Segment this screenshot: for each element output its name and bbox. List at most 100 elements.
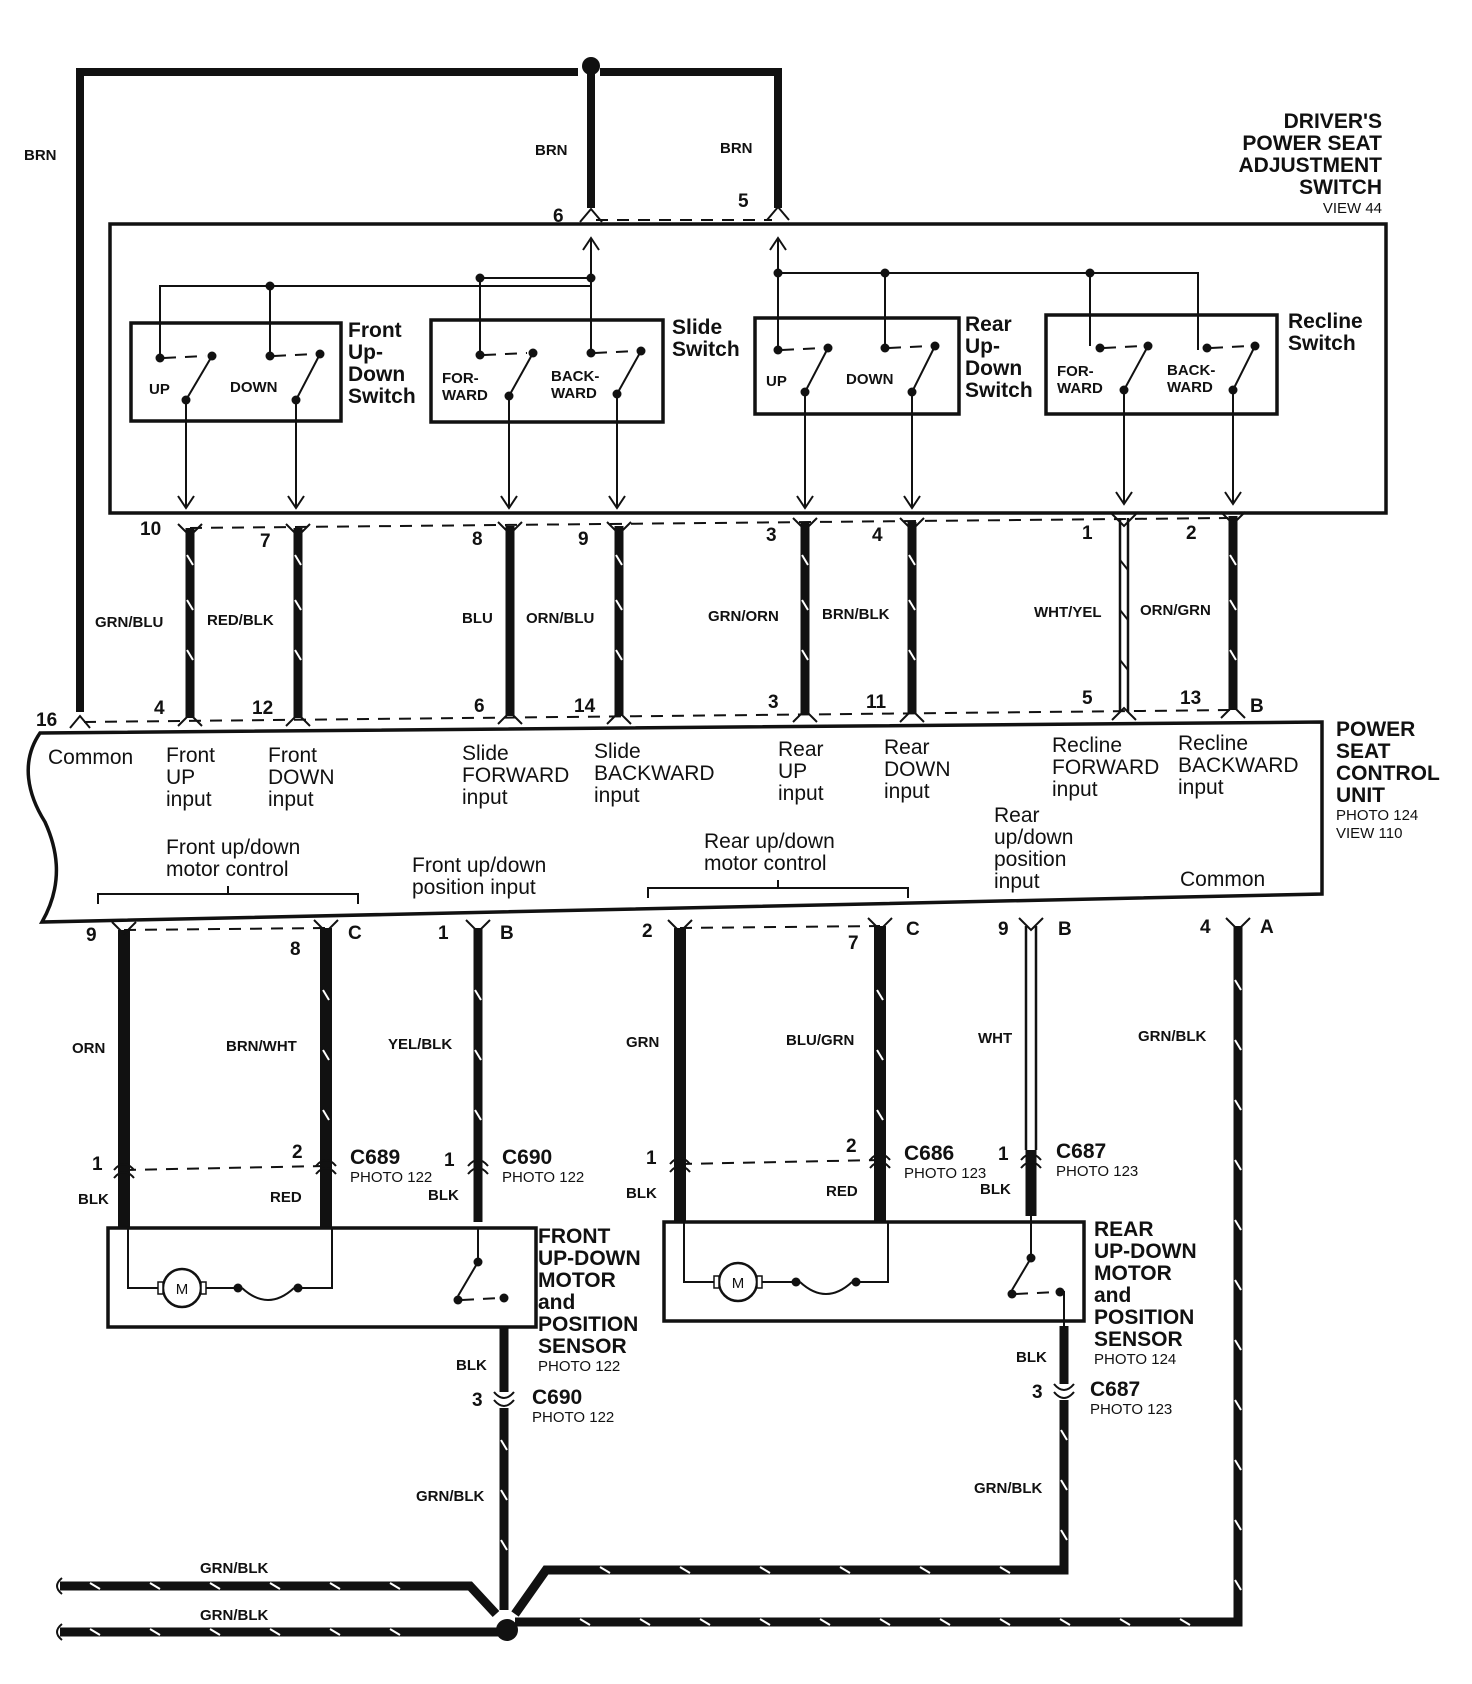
input-label: Front DOWN input (268, 744, 335, 811)
svg-text:up/down: up/down (994, 826, 1073, 849)
wire-color-label: BLK (626, 1185, 657, 1202)
contact-label: FOR- (1057, 363, 1094, 380)
switch-unit-title: SWITCH (1299, 176, 1382, 199)
pin-number: 2 (642, 921, 653, 942)
svg-text:BACKWARD: BACKWARD (1178, 754, 1299, 777)
front-up-down-switch[interactable] (129, 321, 343, 423)
rear-up-down-motor[interactable]: M REAR UP-DOWN MOTOR and POSITION SENSOR… (662, 1216, 1197, 1368)
svg-text:Front up/down: Front up/down (412, 854, 546, 877)
switch-name: Switch (348, 385, 416, 408)
pin-number: 9 (998, 919, 1009, 940)
pin-number: 1 (1082, 523, 1093, 544)
bus-front (159, 285, 271, 355)
connector-chevrons (579, 205, 790, 223)
connector-photo: PHOTO 123 (1056, 1163, 1138, 1180)
input-label: Slide BACKWARD input (594, 740, 715, 807)
pin-number: 4 (872, 525, 883, 546)
connector-chevrons (69, 511, 1246, 729)
tracer-stripes-wht (1119, 559, 1129, 671)
pin-number: 11 (866, 692, 887, 713)
front-up-down-motor[interactable]: M FRONT UP-DOWN MOTOR and POSITION SENSO… (106, 1225, 641, 1375)
switch-unit-title: ADJUSTMENT (1238, 154, 1382, 177)
contact-label: UP (149, 381, 170, 398)
switch-name: Slide (672, 316, 722, 339)
pin-number: 6 (553, 206, 564, 227)
wire-color-label: WHT/YEL (1034, 604, 1102, 621)
connector-letter: B (1058, 919, 1072, 940)
switch-name: Up- (348, 341, 383, 364)
wire-color-label: BLK (428, 1187, 459, 1204)
svg-text:DOWN: DOWN (268, 766, 335, 789)
connector-dash-top (189, 517, 1229, 529)
slide-switch[interactable] (429, 318, 665, 424)
wire-color-label: GRN (626, 1034, 659, 1051)
switch-name: Switch (965, 379, 1033, 402)
input-label: Recline BACKWARD input (1178, 732, 1299, 799)
output-label: Front up/down position input (412, 854, 546, 899)
pin-number: 10 (140, 519, 161, 540)
svg-text:Recline: Recline (1052, 734, 1122, 757)
brn-wire-pin5 (600, 68, 782, 208)
connector-chevrons (493, 1391, 515, 1407)
svg-text:UP: UP (778, 760, 807, 783)
switch-name: Switch (672, 338, 740, 361)
output-label: Common (1180, 868, 1265, 891)
brn-wire-common (76, 68, 578, 712)
input-label: Front UP input (166, 744, 215, 811)
switch-contact (475, 348, 538, 401)
motor-symbol: M (176, 1281, 189, 1298)
front-motor-outline (106, 1226, 538, 1329)
contact-label: WARD (442, 387, 488, 404)
ground-wire-group: 3 C690 PHOTO 122 BLK 3 C687 PHOTO 123 BL… (56, 1326, 1172, 1641)
pin-number: 7 (848, 933, 859, 954)
svg-text:Slide: Slide (594, 740, 641, 763)
connector-id: C690 (532, 1386, 582, 1409)
output-label: Rear up/down position input (994, 804, 1073, 893)
switch-name: Down (348, 363, 405, 386)
svg-text:Recline: Recline (1178, 732, 1248, 755)
motor-title: SENSOR (1094, 1328, 1183, 1351)
switch-contact (155, 351, 217, 405)
svg-text:input: input (778, 782, 824, 805)
contact-label: WARD (1057, 380, 1103, 397)
svg-text:position input: position input (412, 876, 536, 899)
wire-color-label: GRN/BLK (974, 1480, 1042, 1497)
motor-photo: PHOTO 124 (1094, 1351, 1176, 1368)
svg-text:position: position (994, 848, 1066, 871)
connector-id: C686 (904, 1142, 954, 1165)
wire-color-label: GRN/BLK (200, 1560, 268, 1577)
svg-text:input: input (594, 784, 640, 807)
motor-title: and (1094, 1284, 1131, 1307)
rear-up-down-switch[interactable] (753, 316, 961, 416)
connector-photo: PHOTO 122 (502, 1169, 584, 1186)
recline-switch[interactable] (1044, 313, 1279, 416)
control-unit-view: VIEW 110 (1336, 825, 1402, 842)
connector-dash-bottom (83, 709, 1235, 723)
switch-contact (1202, 341, 1260, 395)
svg-text:input: input (268, 788, 314, 811)
connector-photo: PHOTO 123 (904, 1165, 986, 1182)
pin-number: 16 (36, 710, 57, 731)
wire-color-label: RED (826, 1183, 858, 1200)
pin-number: 6 (474, 696, 485, 717)
contact-label: DOWN (230, 379, 278, 396)
svg-text:Rear: Rear (884, 736, 930, 759)
pin-number: 9 (86, 925, 97, 946)
wire-color-label: BRN (720, 140, 753, 157)
connector-photo: PHOTO 123 (1090, 1401, 1172, 1418)
wire-color-label: BRN (535, 142, 568, 159)
motor-title: MOTOR (1094, 1262, 1172, 1285)
switch-unit-title: DRIVER'S (1284, 110, 1382, 133)
input-label: Recline FORWARD input (1052, 734, 1159, 801)
wire-color-label: WHT (978, 1030, 1012, 1047)
connector-chevrons (1053, 1383, 1075, 1399)
wire-color-label: ORN/GRN (1140, 602, 1211, 619)
pin-number: 12 (252, 698, 273, 719)
svg-text:input: input (462, 786, 508, 809)
motor-title: FRONT (538, 1225, 610, 1248)
wire-color-label: RED/BLK (207, 612, 274, 629)
top-brn-loop: BRN BRN BRN 6 5 (24, 57, 790, 712)
motor-title: SENSOR (538, 1335, 627, 1358)
pin-number: 13 (1180, 688, 1201, 709)
pin-number: 1 (646, 1148, 657, 1169)
